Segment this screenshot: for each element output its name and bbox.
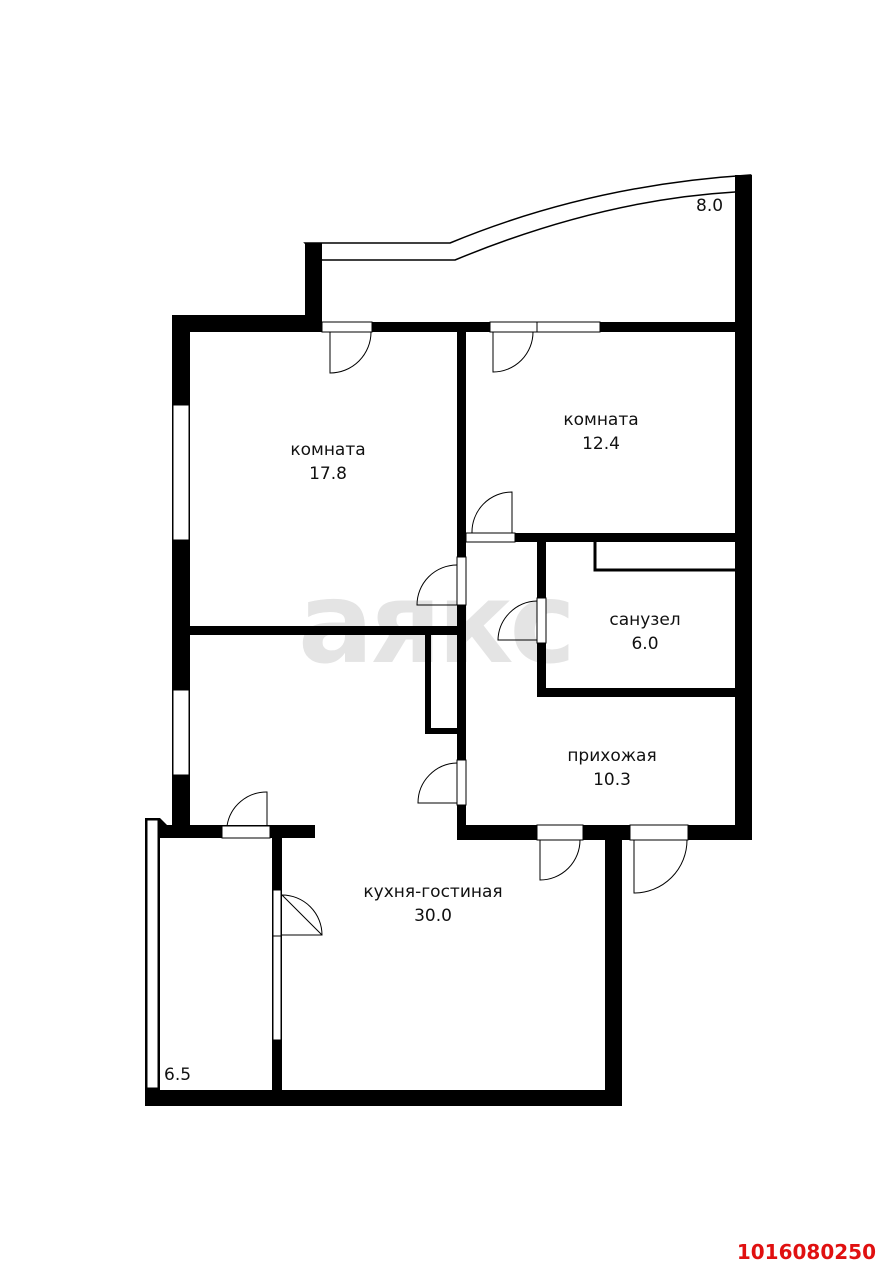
door-icon	[497, 600, 538, 641]
niche-wall-v	[425, 634, 431, 733]
room-label: комната 17.8	[290, 438, 365, 486]
windows	[172, 404, 282, 1041]
room-name: комната	[290, 440, 366, 460]
hall-bottom-wall	[457, 825, 752, 840]
top-wall-left	[172, 315, 322, 332]
room-name: санузел	[609, 610, 681, 630]
door-icon	[226, 791, 268, 827]
door-icon	[281, 894, 323, 936]
room-name: комната	[563, 410, 639, 430]
door-icon	[417, 762, 458, 804]
room-area: 30.0	[414, 906, 452, 926]
room-name: прихожая	[567, 746, 657, 766]
door-icon	[416, 564, 458, 606]
room-label: кухня-гостиная 30.0	[363, 880, 502, 928]
niche-wall-h	[425, 728, 460, 734]
balcony-left-wall	[305, 243, 322, 332]
room-area: 10.3	[593, 770, 631, 790]
door-icon	[539, 839, 581, 881]
door-swings	[226, 331, 688, 936]
room-name: кухня-гостиная	[363, 882, 503, 902]
listing-id: 1016080250	[736, 1240, 876, 1264]
room-area: 17.8	[309, 464, 347, 484]
door-icon	[492, 331, 534, 373]
door-openings	[221, 321, 689, 937]
window	[172, 404, 190, 541]
balcony-area: 8.0	[696, 196, 724, 216]
room-kitchen-divider	[190, 626, 457, 635]
kitchen-right-wall	[605, 830, 622, 1106]
wall-below-room-12	[466, 533, 735, 542]
door-icon	[329, 331, 372, 374]
bathroom-bottom-wall	[537, 688, 735, 697]
balcony-area: 6.5	[164, 1065, 192, 1085]
balcony-top-outline	[303, 174, 752, 261]
room-area: 6.0	[631, 634, 659, 654]
watermark: аякс	[298, 559, 576, 689]
door-icon	[471, 491, 513, 534]
door-icon	[633, 839, 688, 894]
room-area: 12.4	[582, 434, 620, 454]
room-label: прихожая 10.3	[567, 744, 656, 792]
bottom-wall	[145, 1090, 622, 1106]
room-label: комната 12.4	[563, 408, 638, 456]
room-label: санузел 6.0	[609, 608, 680, 656]
window	[172, 689, 190, 776]
right-outer-wall	[735, 175, 752, 840]
